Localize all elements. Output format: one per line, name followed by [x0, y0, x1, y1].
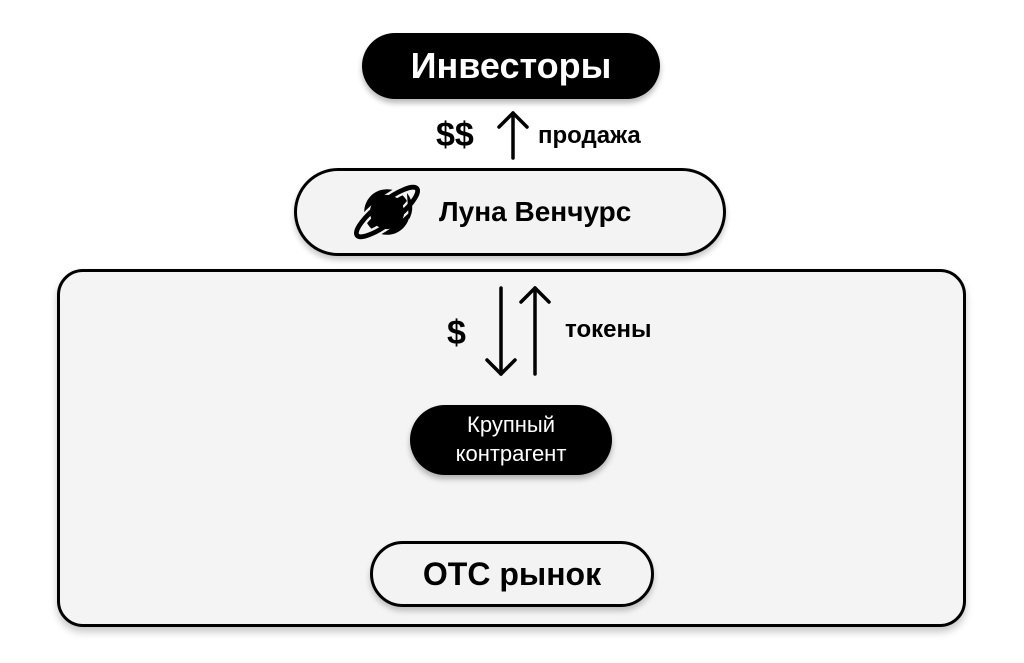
sale-label: продажа — [538, 122, 641, 149]
planet-icon — [351, 182, 423, 242]
money-label-mid: $ — [447, 314, 466, 352]
counterparty-label-line1: Крупный — [467, 412, 555, 438]
arrow-up-sale — [497, 111, 529, 160]
otc-market-label: OTC рынок — [422, 555, 602, 592]
luna-ventures-node: Луна Венчурс — [294, 168, 726, 256]
tokens-label: токены — [565, 316, 652, 343]
counterparty-label-line2: контрагент — [455, 441, 567, 466]
investors-label: Инвесторы — [410, 45, 612, 86]
otc-market-node: OTC рынок — [370, 541, 654, 607]
luna-ventures-label: Луна Венчурс — [439, 196, 632, 227]
money-label-top: $$ — [436, 116, 474, 154]
counterparty-node: Крупный контрагент — [410, 405, 612, 475]
investors-node: Инвесторы — [362, 33, 660, 99]
